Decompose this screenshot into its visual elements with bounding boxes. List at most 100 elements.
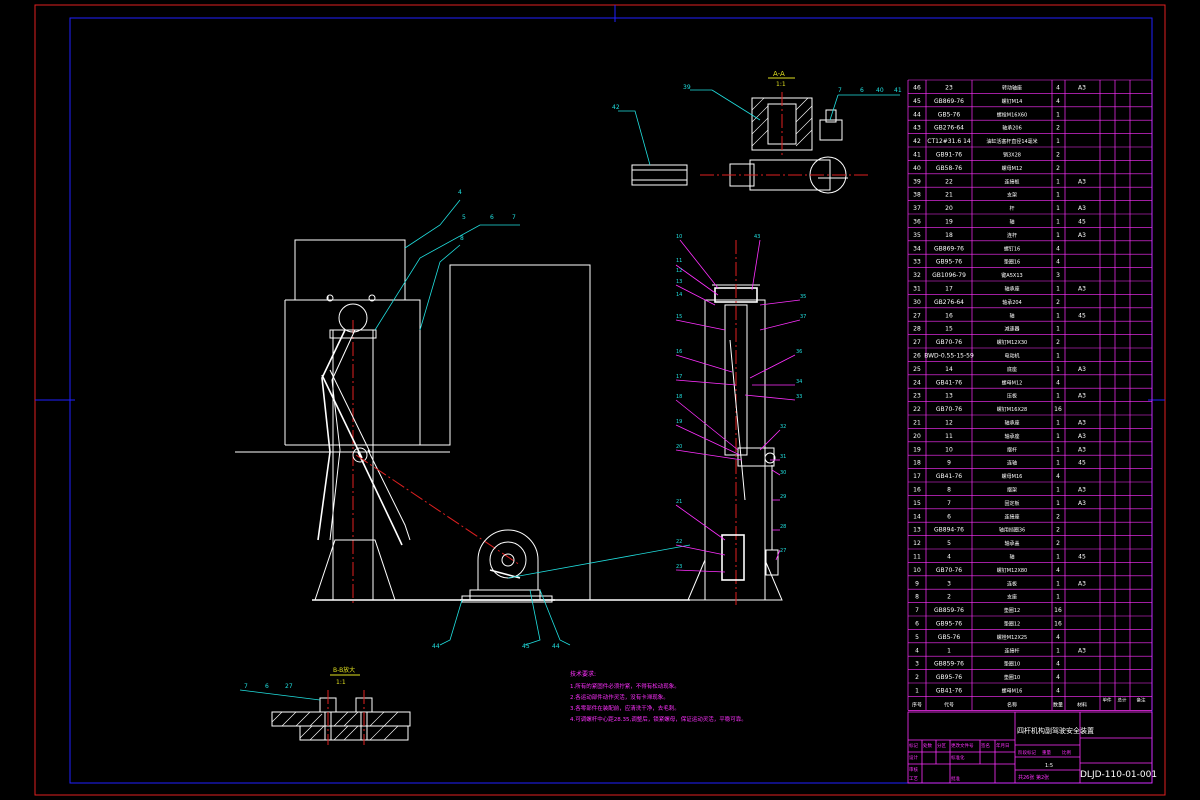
section-aa-label: A-A [773,70,785,78]
bom-cell: 1 [1056,554,1060,561]
callout: 11 [676,258,682,264]
bom-cell: 3 [915,661,919,668]
tb-label: 审核 [909,766,918,773]
bom-cell: 15 [945,326,953,333]
bom-cell: 螺钉M12X30 [997,339,1027,346]
callout: 27 [780,548,786,554]
bom-cell: 1 [1056,111,1060,118]
bom-cell: 40 [913,165,921,172]
tb-label: 工艺 [909,776,918,782]
bom-cell: 44 [913,111,921,118]
bom-cell: 1 [1056,580,1060,587]
bom-cell: 油缸活塞杆直径14毫米 [986,138,1037,145]
bom-cell: 43 [913,125,921,132]
bom-cell: 连接杆 [1004,647,1019,654]
bom-cell: GB70-76 [936,406,962,413]
outer-frame [34,4,1166,796]
bom-cell: 轴用挡圈36 [999,527,1025,534]
tb-stage-label: 比例 [1062,749,1071,756]
bom-cell: 支架 [1007,192,1017,199]
bom-cell: 1 [1056,205,1060,212]
note-line: 4.可调螺杆中心距28.35,调整后，锁紧螺母，保证运动灵活，平稳可靠。 [570,715,747,723]
bom-cell: 2 [1056,513,1060,520]
bom-cell: 5 [947,540,951,547]
bom-cell: 12 [945,420,953,427]
callout: 4 [458,189,462,196]
bom-cell: 45 [1078,554,1086,561]
bom-cell: 14 [945,366,953,373]
callout: 18 [676,394,682,400]
note-line: 1.所有的紧固件必须拧紧，不得有松动现象。 [570,682,680,690]
bom-cell: 4 [1056,634,1060,641]
bom-cell: 46 [913,85,921,92]
bom-cell: 30 [913,299,921,306]
bom-cell: 2 [915,674,919,681]
drawing-number: DLJD-110-01-001 [1080,770,1157,780]
bom-cell: A3 [1078,286,1086,293]
callout: 14 [676,292,682,298]
bom-cell: A3 [1078,205,1086,212]
bom-cell: GB276-64 [934,125,964,132]
bom-cell: 17 [913,473,921,480]
callout: 32 [780,424,786,430]
bom-cell: A3 [1078,500,1086,507]
bom-cell: 17 [945,286,953,293]
bom-cell: 连杆 [1007,232,1017,239]
bom-cell: 2 [1056,125,1060,132]
bom-cell: 16 [1054,406,1062,413]
bom-cell: 1 [1056,178,1060,185]
notes-heading: 技术要求: [570,670,596,678]
drawing-title: 四杆机构副驾驶安全装置 [1017,726,1094,735]
bom-cell: 垫圈12 [1004,621,1020,628]
bom-cell: 5 [915,634,919,641]
bom-cell: 45 [913,98,921,105]
bom-cell: GB894-76 [934,527,964,534]
bom-cell: 螺栓M16X60 [997,111,1027,118]
bom-cell: 28 [913,326,921,333]
section-aa-view: A-A 1:1 39 7 6 40 41 42 [612,70,902,194]
bom-cell: GB95-76 [936,259,962,266]
bom-cell: 33 [913,259,921,266]
bom-cell: 42 [913,138,921,145]
callout: 45 [522,643,530,650]
callout: 22 [676,539,682,545]
bom-cell: 9 [947,460,951,467]
bom-cell: 6 [947,513,951,520]
bom-cell: GB859-76 [934,661,964,668]
callout: 13 [676,279,682,285]
bom-cell: 12 [913,540,921,547]
tb-label: 签名 [981,742,990,749]
bom-cell: A3 [1078,433,1086,440]
bom-cell: 1 [1056,594,1060,601]
bom-cell: 轴承盖 [1004,540,1019,547]
bom-cell: 7 [947,500,951,507]
bom-cell: 4 [1056,688,1060,695]
callout: 7 [838,87,842,94]
bom-cell: 螺母M16 [1002,473,1023,480]
tb-stage-label: 重量 [1042,749,1051,756]
bom-cell: 1 [1056,433,1060,440]
bom-cell: A3 [1078,232,1086,239]
bom-cell: 21 [913,420,921,427]
bom-cell: GB5-76 [938,634,961,641]
callout: 6 [490,214,494,221]
bom-cell: 25 [913,366,921,373]
callout: 35 [800,294,806,300]
bom-cell: 1 [1056,219,1060,226]
bom-cell: 4 [1056,661,1060,668]
bom-cell: 1 [1056,138,1060,145]
bom-cell: 27 [913,339,921,346]
bom-cell: 2 [1056,299,1060,306]
bom-cell: 1 [1056,232,1060,239]
bom-header: 代号 [944,701,954,708]
callout: 15 [676,314,682,320]
bom-cell: 35 [913,232,921,239]
bom-cell: GB41-76 [936,688,962,695]
bom-cell: 转动轴座 [1002,85,1022,92]
bom-header: 备注 [1137,696,1146,703]
bom-cell: A3 [1078,446,1086,453]
bom-cell: 轴承206 [1002,125,1022,132]
bom-cell: A3 [1078,178,1086,185]
callout: 44 [552,643,560,650]
bom-cell: 固定板 [1004,500,1019,507]
